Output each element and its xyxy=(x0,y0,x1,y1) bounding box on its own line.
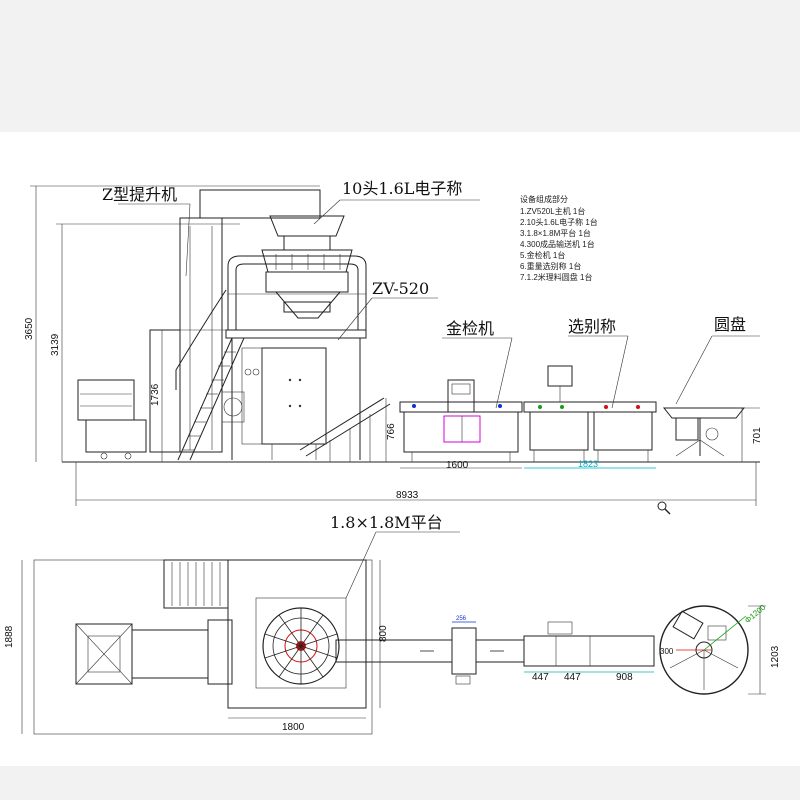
dim-conveyor-height: 766 xyxy=(386,423,397,440)
dim-platform-height: 1736 xyxy=(150,383,161,406)
plan-view: 1.8×1.8M平台 1888 800 1800 xyxy=(4,513,781,735)
dim-platform-depth: 800 xyxy=(378,625,389,642)
equipment-item-3: 3.1.8×1.8M平台 1台 xyxy=(520,228,591,238)
checkweigher-display xyxy=(547,365,573,387)
stairs-plan xyxy=(163,559,229,609)
label-weigher: 10头1.6L电子称 xyxy=(342,179,462,198)
dim-belt-1: 447 xyxy=(532,672,549,683)
equipment-list: 设备组成部分 1.ZV520L主机 1台 2.10头1.6L电子称 1台 3.1… xyxy=(520,194,598,282)
dimension-lines-left xyxy=(30,185,320,462)
packing-machine xyxy=(221,347,327,460)
dim-turntable-offset: 300 xyxy=(660,647,674,656)
detector-head xyxy=(447,379,475,413)
label-packer: ZV-520 xyxy=(372,279,429,298)
drawing-sheet xyxy=(0,132,800,766)
label-metal-detector: 金检机 xyxy=(446,319,494,338)
platform-deck xyxy=(225,329,367,339)
metal-detector xyxy=(399,379,523,462)
turntable-plan xyxy=(659,605,749,695)
magnifier-icon[interactable] xyxy=(657,501,671,515)
elevator-plan xyxy=(75,619,233,685)
equipment-item-7: 7.1.2米理料圆盘 1台 xyxy=(520,272,592,282)
platform-frame xyxy=(225,255,367,460)
weigher-plan xyxy=(255,597,347,689)
equipment-item-2: 2.10头1.6L电子称 1台 xyxy=(520,217,598,227)
label-turntable: 圆盘 xyxy=(714,315,746,334)
packer-body xyxy=(261,347,327,445)
equipment-item-4: 4.300成品输送机 1台 xyxy=(520,239,595,249)
multihead-weigher xyxy=(261,215,353,319)
checkweigher xyxy=(523,365,657,462)
dim-total-length: 8933 xyxy=(396,490,419,501)
label-checkweigher: 选别称 xyxy=(568,317,616,336)
feed-hopper xyxy=(77,379,135,421)
z-elevator xyxy=(77,189,321,460)
turntable-disc xyxy=(659,605,749,695)
output-conveyor xyxy=(299,397,391,462)
label-platform: 1.8×1.8M平台 xyxy=(330,513,443,532)
conveyor-plan xyxy=(335,621,655,685)
dim-turntable-height: 701 xyxy=(752,427,763,444)
dim-metal-detector-length: 1600 xyxy=(446,460,469,471)
stairs xyxy=(175,289,245,461)
dim-conveyor-width: 256 xyxy=(456,616,467,622)
equipment-list-title: 设备组成部分 xyxy=(520,194,568,204)
dim-total-height: 3650 xyxy=(24,317,35,340)
turntable-elevation xyxy=(662,407,746,457)
metal-detector-plan xyxy=(451,627,477,675)
dim-platform-top-height: 3139 xyxy=(50,333,61,356)
equipment-item-1: 1.ZV520L主机 1台 xyxy=(520,206,585,216)
label-z-elevator: Z型提升机 xyxy=(102,185,177,204)
elevation-view: 3650 3139 1736 xyxy=(24,179,763,515)
dim-platform-width: 1800 xyxy=(282,722,305,733)
dim-belt-2: 447 xyxy=(564,672,581,683)
dim-checkweigher-length: 1823 xyxy=(578,459,598,469)
dim-turntable-width: 1203 xyxy=(770,645,781,668)
platform-plan xyxy=(227,559,367,709)
dim-belt-3: 908 xyxy=(616,672,633,683)
equipment-item-5: 5.金检机 1台 xyxy=(520,250,565,260)
dim-plan-width: 1888 xyxy=(4,625,15,648)
equipment-item-6: 6.重量选别称 1台 xyxy=(520,261,581,271)
